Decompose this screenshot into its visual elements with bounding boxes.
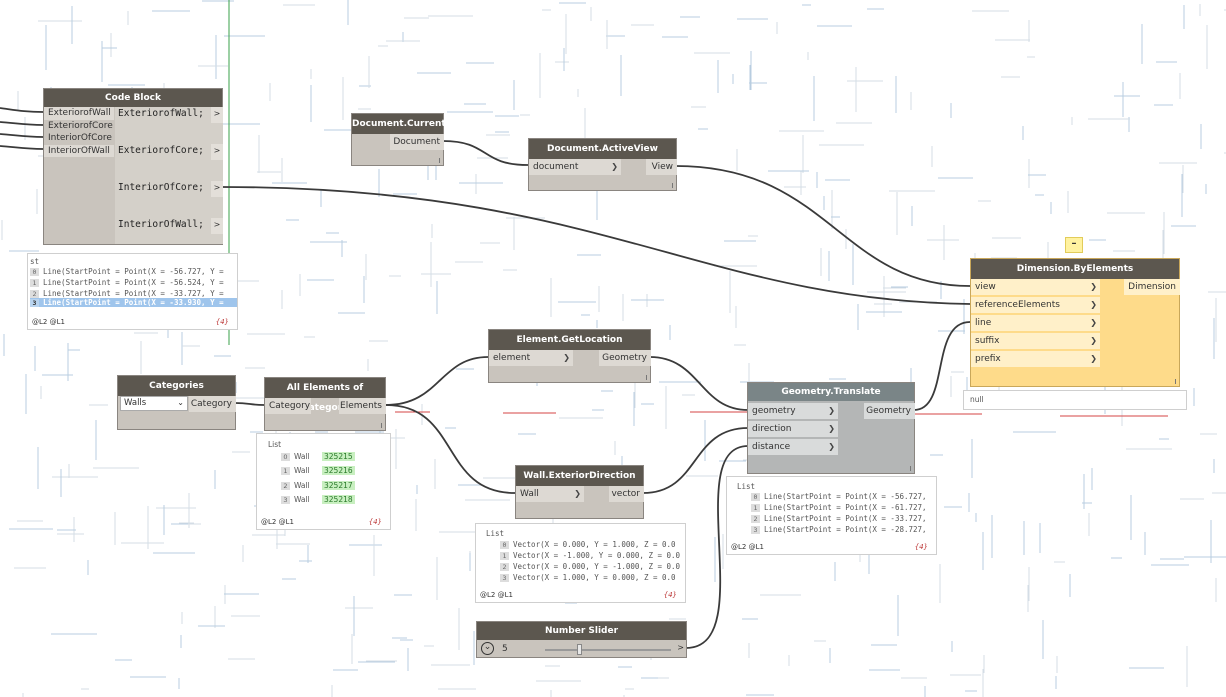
wall-input-port[interactable]: Wall❯ [516, 486, 584, 502]
code-line: ExteriorofCore; [118, 145, 204, 156]
document-input-port[interactable]: document❯ [529, 159, 621, 175]
preview-count: {4} [914, 543, 928, 551]
element-input-port[interactable]: element❯ [489, 350, 573, 366]
document-current-title: Document.Current [352, 114, 446, 134]
code-block-input-exterior-core[interactable]: ExteriorofCore [44, 119, 114, 132]
code-line: ExteriorofWall; [118, 108, 204, 119]
reference-elements-input-port[interactable]: referenceElements❯ [971, 297, 1100, 313]
preview-header: List [268, 440, 282, 449]
document-activeview-node[interactable]: Document.ActiveView document❯ View [528, 138, 677, 191]
document-activeview-title: Document.ActiveView [529, 139, 676, 159]
prefix-input-port[interactable]: prefix❯ [971, 351, 1100, 367]
geometry-output-port[interactable]: Geometry [599, 350, 651, 366]
geometry-translate-title: Geometry.Translate [748, 383, 914, 401]
preview-levels: @L2 @L1 [480, 591, 513, 599]
number-slider-title: Number Slider [477, 622, 686, 640]
geometry-translate-node[interactable]: Geometry.Translate geometry❯ direction❯ … [747, 382, 915, 474]
distance-input-port[interactable]: distance❯ [748, 439, 838, 455]
code-block-editor[interactable]: ExteriorofWall; ExteriorofCore; Interior… [115, 107, 223, 244]
preview-count: {4} [368, 518, 382, 526]
category-output-port[interactable]: Category [189, 396, 236, 412]
preview-value: null [970, 395, 984, 404]
code-line: InteriorOfWall; [118, 219, 204, 230]
code-block-input-interior-wall[interactable]: InteriorOfWall [44, 144, 114, 157]
geometry-output-port[interactable]: Geometry [864, 403, 915, 419]
code-block-input-exterior-wall[interactable]: ExteriorofWall [44, 107, 114, 120]
preview-header: List [486, 529, 505, 538]
dimension-output-port[interactable]: Dimension [1124, 279, 1180, 295]
document-output-port[interactable]: Document [390, 134, 444, 150]
slider-value[interactable]: 5 [502, 644, 508, 654]
view-input-port[interactable]: view❯ [971, 279, 1100, 295]
wall-exteriordirection-node[interactable]: Wall.ExteriorDirection Wall❯ vector [515, 465, 644, 519]
categories-dropdown[interactable]: Walls⌄ [120, 396, 188, 411]
slider-output-port[interactable]: > [677, 643, 684, 652]
code-output-port[interactable]: > [211, 144, 223, 160]
dimension-byelements-preview[interactable]: null [963, 390, 1187, 410]
slider-track[interactable] [545, 649, 671, 651]
vector-output-port[interactable]: vector [609, 486, 644, 502]
code-output-port[interactable]: > [211, 181, 223, 197]
all-elements-node[interactable]: All Elements of Category Category Elemen… [264, 377, 386, 431]
dimension-byelements-title: Dimension.ByElements [971, 259, 1179, 279]
preview-levels: @L2 @L1 [32, 318, 65, 326]
suffix-input-port[interactable]: suffix❯ [971, 333, 1100, 349]
line-input-port[interactable]: line❯ [971, 315, 1100, 331]
dimension-byelements-node[interactable]: Dimension.ByElements view❯ referenceElem… [970, 258, 1180, 387]
element-getlocation-node[interactable]: Element.GetLocation element❯ Geometry [488, 329, 651, 383]
document-current-node[interactable]: Document.Current Document [351, 113, 446, 166]
direction-input-port[interactable]: direction❯ [748, 421, 838, 437]
code-output-port[interactable]: > [211, 107, 223, 123]
code-block-node[interactable]: Code Block ExteriorofWall ExteriorofCore… [43, 88, 223, 245]
element-getlocation-title: Element.GetLocation [489, 330, 650, 350]
expand-chevron-icon[interactable]: ⌄ [481, 642, 494, 655]
slider-thumb[interactable] [577, 644, 582, 655]
wall-exteriordirection-title: Wall.ExteriorDirection [516, 466, 643, 486]
view-output-port[interactable]: View [646, 159, 677, 175]
code-block-title: Code Block [44, 89, 222, 107]
chevron-down-icon: ⌄ [177, 398, 184, 407]
number-slider-node[interactable]: Number Slider ⌄ 5 > [476, 621, 687, 658]
preview-header: st [30, 257, 40, 266]
preview-header: List [737, 482, 756, 491]
preview-levels: @L2 @L1 [261, 518, 294, 526]
preview-levels: @L2 @L1 [731, 543, 764, 551]
code-output-port[interactable]: > [211, 218, 223, 234]
categories-node[interactable]: Categories Walls⌄ Category [117, 375, 236, 430]
all-elements-title: All Elements of Category [265, 378, 385, 413]
preview-count: {4} [663, 591, 677, 599]
categories-title: Categories [118, 376, 235, 396]
elements-output-port[interactable]: Elements [339, 398, 386, 414]
preview-count: {4} [215, 318, 229, 326]
code-block-input-interior-core[interactable]: InteriorOfCore [44, 132, 114, 145]
warning-indicator[interactable]: – [1065, 237, 1083, 253]
category-input-port[interactable]: Category [265, 398, 311, 414]
geometry-input-port[interactable]: geometry❯ [748, 403, 838, 419]
code-line: InteriorOfCore; [118, 182, 204, 193]
